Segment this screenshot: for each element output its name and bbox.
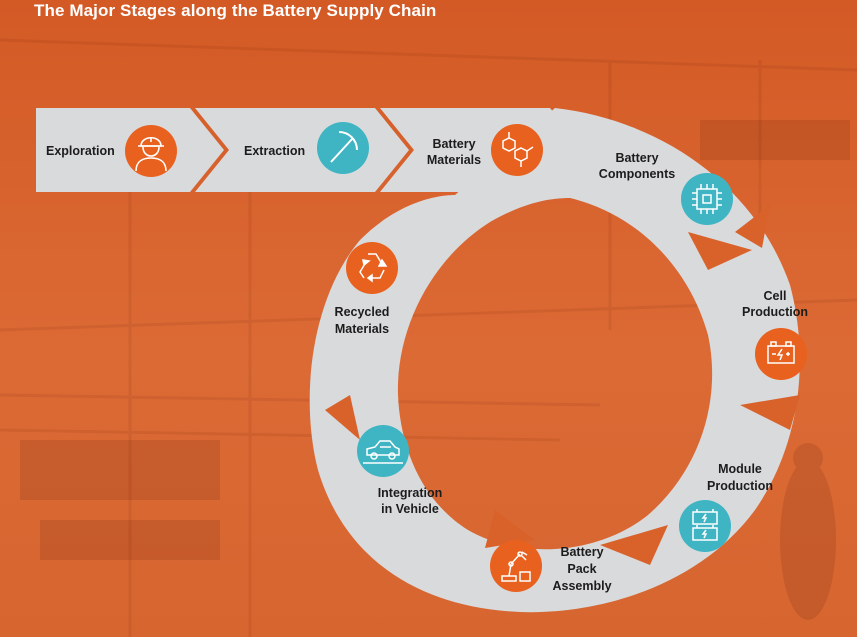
molecule-icon [491,124,543,176]
stage-icons [125,122,807,592]
worker-icon [125,125,177,177]
car-icon [357,425,409,477]
cycle-ring [309,108,800,613]
label-exploration: Exploration [46,144,115,158]
page-title: The Major Stages along the Battery Suppl… [34,1,437,20]
chip-icon [681,173,733,225]
recycle-icon [346,242,398,294]
pickaxe-icon [317,122,369,174]
robot-arm-icon [490,540,542,592]
ring-segment-separators [325,205,800,565]
battery-cell-icon [755,328,807,380]
ring-band [309,108,800,613]
battery-module-icon [679,500,731,552]
label-extraction: Extraction [244,144,305,158]
